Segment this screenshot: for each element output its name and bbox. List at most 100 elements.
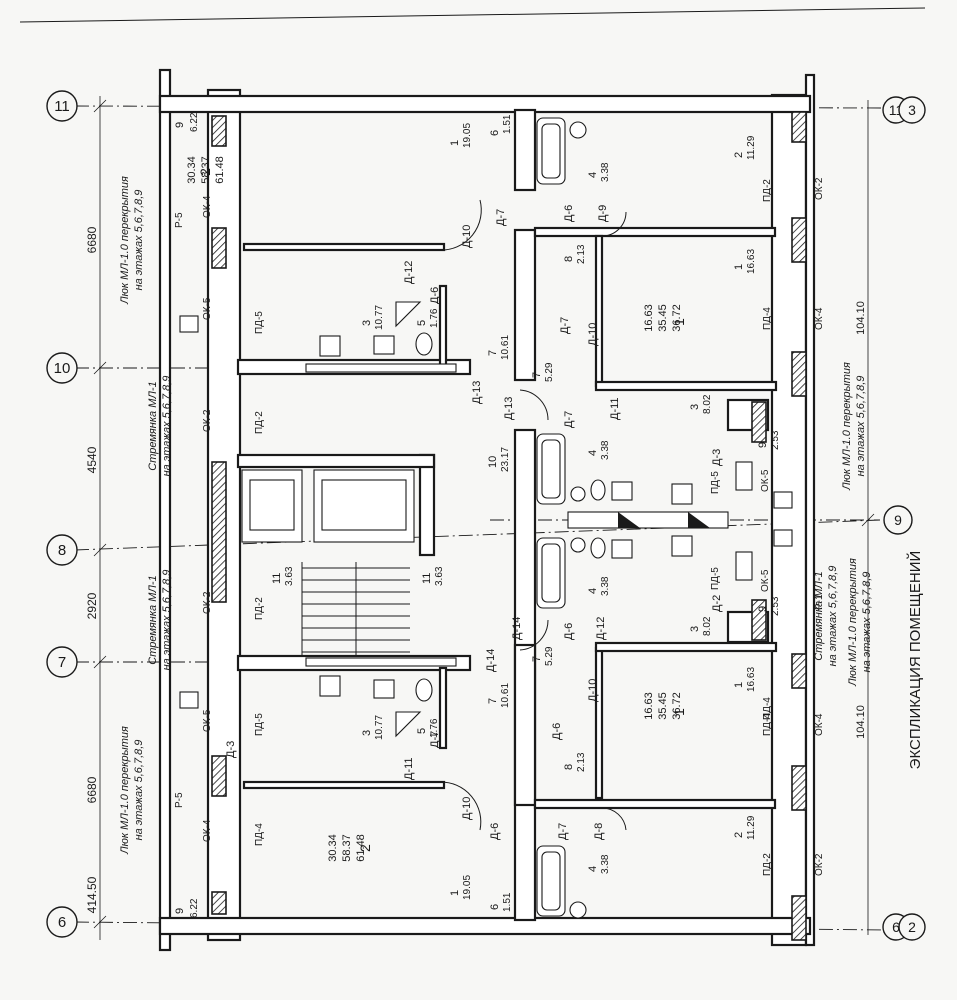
- svg-text:ОК-4: ОК-4: [202, 195, 213, 218]
- svg-text:3: 3: [361, 320, 373, 326]
- door-marks: Д-10 Д-7 Д-12 Д-6 Д-6 Д-9 Д-7 Д-10 Д-13 …: [225, 205, 723, 840]
- svg-text:ПД-2: ПД-2: [254, 411, 265, 434]
- svg-text:30.34: 30.34: [327, 834, 339, 862]
- svg-text:ОК-4: ОК-4: [814, 713, 825, 736]
- left-axis-markers: 11 10 8 7 6: [46, 90, 78, 938]
- svg-text:Д-12: Д-12: [595, 617, 607, 640]
- svg-text:5.29: 5.29: [544, 646, 555, 666]
- svg-text:10.61: 10.61: [500, 683, 511, 708]
- svg-text:1: 1: [733, 264, 745, 270]
- svg-text:Д-6: Д-6: [563, 205, 575, 222]
- svg-text:6680: 6680: [85, 776, 99, 803]
- svg-text:ПД-4: ПД-4: [762, 713, 773, 736]
- svg-text:Д-12: Д-12: [403, 261, 415, 284]
- svg-text:ОК-5: ОК-5: [202, 297, 213, 320]
- svg-text:36.72: 36.72: [671, 692, 683, 720]
- svg-text:414.50: 414.50: [85, 876, 99, 913]
- right-axis-markers: 11 3 9 6 2: [882, 96, 926, 941]
- svg-text:6.22: 6.22: [189, 112, 200, 132]
- dimension-lines: [93, 96, 875, 940]
- svg-text:1: 1: [449, 890, 461, 896]
- svg-text:2920: 2920: [85, 592, 99, 619]
- svg-text:Д-7: Д-7: [429, 731, 441, 748]
- svg-text:Д-9: Д-9: [597, 205, 609, 222]
- window-blocks: [211, 111, 807, 941]
- svg-text:8.02: 8.02: [702, 616, 713, 636]
- svg-text:ОК-4: ОК-4: [202, 819, 213, 842]
- svg-text:ПД-2: ПД-2: [254, 597, 265, 620]
- svg-text:ОК-2: ОК-2: [202, 409, 213, 432]
- svg-text:ПД-4: ПД-4: [762, 307, 773, 330]
- svg-text:ОК-2: ОК-2: [814, 853, 825, 876]
- svg-text:2.53: 2.53: [770, 596, 781, 616]
- svg-text:2.13: 2.13: [576, 752, 587, 772]
- svg-text:1.76: 1.76: [429, 718, 440, 738]
- svg-text:Люк МЛ-1.0 перекрытия: Люк МЛ-1.0 перекрытия: [847, 558, 859, 687]
- svg-text:Д-6: Д-6: [563, 623, 575, 640]
- svg-text:Д-13: Д-13: [471, 381, 483, 404]
- svg-text:6.22: 6.22: [189, 898, 200, 918]
- svg-text:Д-11: Д-11: [403, 757, 415, 780]
- svg-text:16.63: 16.63: [746, 249, 757, 274]
- svg-text:2.53: 2.53: [770, 430, 781, 450]
- svg-text:ПД-5: ПД-5: [710, 471, 721, 494]
- svg-text:61.48: 61.48: [214, 156, 226, 184]
- axis-label: 9: [894, 512, 902, 528]
- svg-text:Д-10: Д-10: [587, 323, 599, 346]
- svg-text:ОК-5: ОК-5: [760, 469, 771, 492]
- axis-label: 6: [58, 914, 66, 931]
- svg-text:19.05: 19.05: [462, 875, 473, 900]
- svg-text:104.10: 104.10: [855, 301, 867, 335]
- svg-text:Д-10: Д-10: [461, 225, 473, 248]
- svg-text:2: 2: [197, 168, 213, 176]
- svg-text:4: 4: [587, 450, 599, 456]
- svg-text:Д-3: Д-3: [711, 449, 723, 466]
- svg-text:4: 4: [587, 172, 599, 178]
- svg-text:35.45: 35.45: [657, 692, 669, 720]
- svg-text:Д-14: Д-14: [511, 617, 523, 640]
- svg-text:11.29: 11.29: [746, 815, 757, 840]
- svg-text:6680: 6680: [85, 226, 99, 253]
- svg-text:Р-1: Р-1: [814, 594, 825, 610]
- svg-text:Д-7: Д-7: [559, 317, 571, 334]
- axis-label: 7: [58, 654, 66, 671]
- opening-marks: ОК-4 ОК-5 ПД-5 ОК-2 ПД-2 ОК-2 ПД-2 ОК-5 …: [174, 177, 825, 876]
- svg-text:3: 3: [689, 404, 701, 410]
- svg-text:3.38: 3.38: [600, 162, 611, 182]
- svg-text:4: 4: [587, 866, 599, 872]
- svg-text:10.61: 10.61: [500, 335, 511, 360]
- axis-label: 11: [54, 98, 70, 115]
- apartment-labels: 2 30.34 58.37 61.48 16.63 35.45 36.72 1 …: [186, 156, 687, 862]
- svg-text:ПД-4: ПД-4: [254, 823, 265, 846]
- svg-text:4540: 4540: [85, 446, 99, 473]
- svg-text:5: 5: [416, 728, 428, 734]
- svg-text:Д-10: Д-10: [587, 679, 599, 702]
- svg-text:Д-6: Д-6: [429, 287, 441, 304]
- svg-text:Д-13: Д-13: [503, 397, 515, 420]
- svg-text:3: 3: [361, 730, 373, 736]
- svg-text:ОК-2: ОК-2: [814, 177, 825, 200]
- svg-text:Д-7: Д-7: [563, 411, 575, 428]
- axis-label: 6: [892, 919, 900, 935]
- svg-text:ПД-5: ПД-5: [710, 567, 721, 590]
- svg-text:9: 9: [757, 606, 769, 612]
- section-mark: 2: [908, 919, 916, 935]
- axis-label: 10: [54, 360, 71, 377]
- svg-text:Д-2: Д-2: [711, 595, 723, 612]
- sanitary-fixtures: [179, 121, 793, 919]
- svg-text:Р-5: Р-5: [174, 212, 185, 228]
- vent-shafts: [305, 363, 729, 667]
- svg-text:Д-6: Д-6: [551, 723, 563, 740]
- svg-text:Д-7: Д-7: [557, 823, 569, 840]
- svg-text:36.72: 36.72: [671, 304, 683, 332]
- svg-text:2: 2: [733, 832, 745, 838]
- svg-text:8.02: 8.02: [702, 394, 713, 414]
- svg-text:ПД-4: ПД-4: [762, 697, 773, 720]
- svg-text:3.38: 3.38: [600, 576, 611, 596]
- svg-text:10.77: 10.77: [374, 715, 385, 740]
- svg-text:1: 1: [449, 140, 461, 146]
- svg-text:ПД-5: ПД-5: [254, 311, 265, 334]
- bathtubs: [536, 117, 566, 917]
- svg-text:30.34: 30.34: [186, 156, 198, 184]
